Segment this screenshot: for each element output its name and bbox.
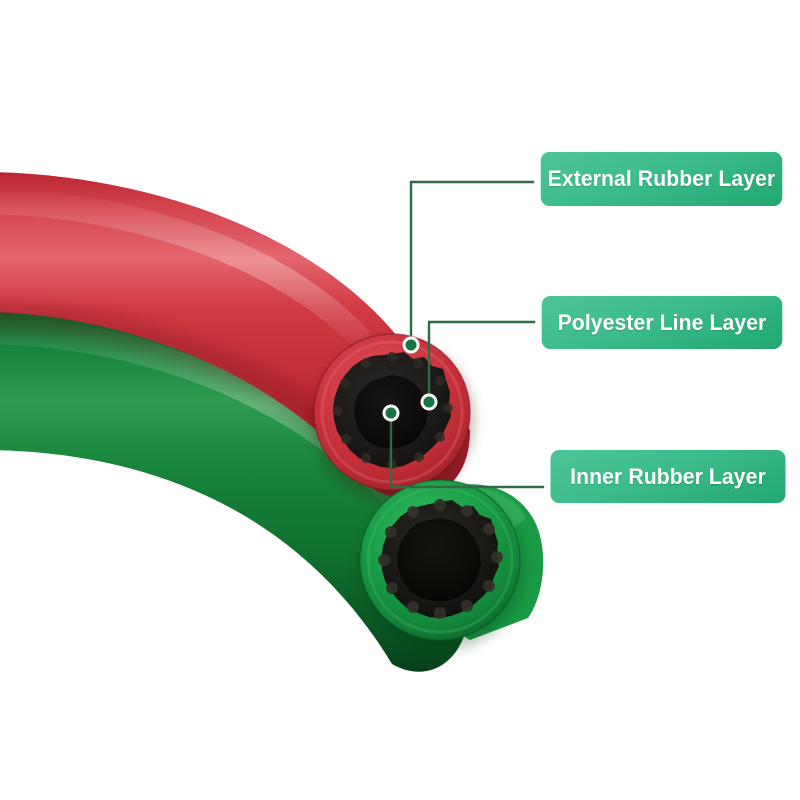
leader-line-inner bbox=[389, 411, 545, 489]
leader-line-external bbox=[409, 180, 535, 347]
callout-anchor-dots bbox=[382, 336, 438, 422]
callout-leader-lines bbox=[389, 180, 545, 489]
anchor-dot-external bbox=[402, 336, 420, 354]
green-hose-cut-face bbox=[359, 479, 524, 672]
green-hose-body bbox=[0, 302, 470, 672]
callout-label-inner-rubber-layer[interactable]: Inner Rubber Layer bbox=[550, 450, 786, 503]
callout-label-external-rubber-layer[interactable]: External Rubber Layer bbox=[540, 152, 783, 206]
leader-line-polyester bbox=[427, 320, 536, 404]
callout-label-polyester-line-layer[interactable]: Polyester Line Layer bbox=[541, 296, 783, 349]
anchor-dot-polyester bbox=[420, 393, 438, 411]
anchor-dot-inner bbox=[382, 404, 400, 422]
